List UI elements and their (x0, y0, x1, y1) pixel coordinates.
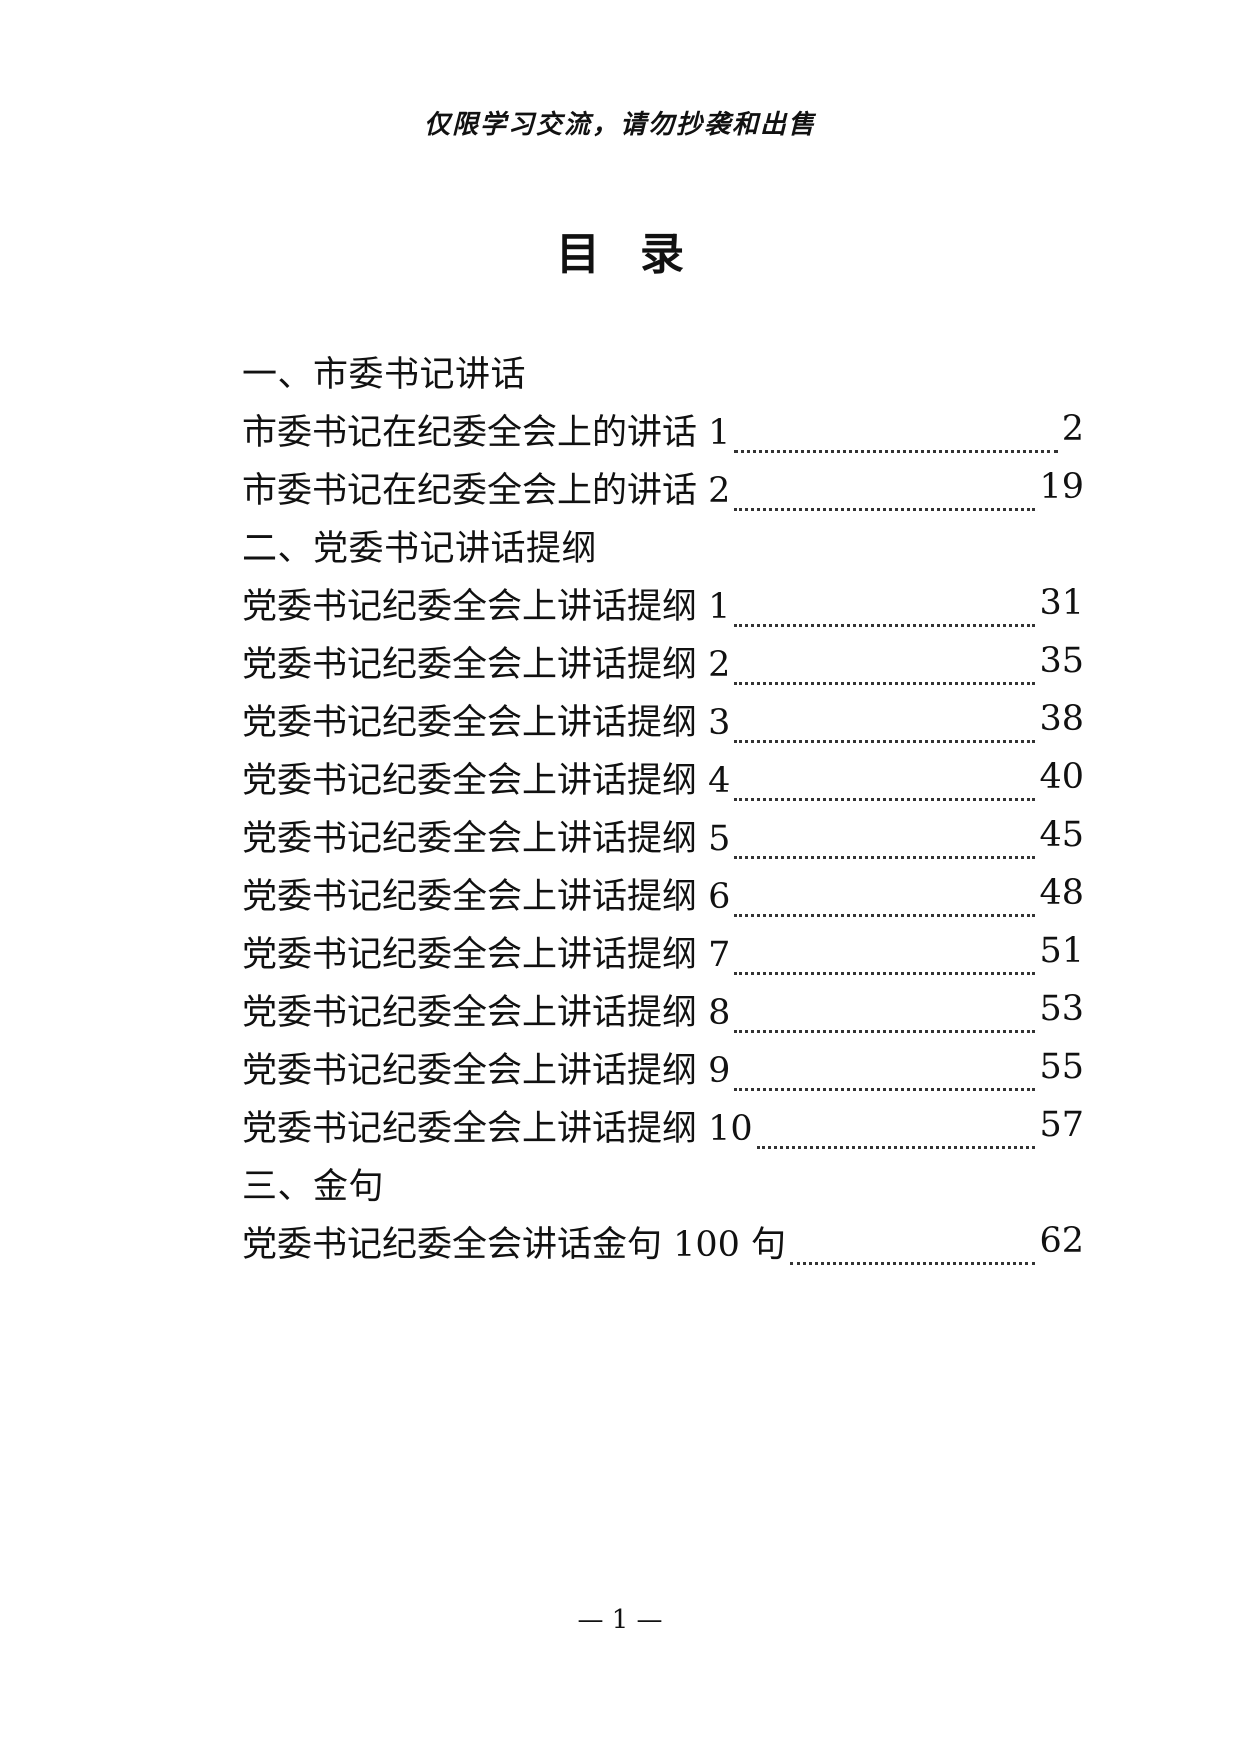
dot-leader (734, 418, 1058, 453)
toc-entry-label: 党委书记纪委全会上讲话提纲 4 (242, 760, 731, 801)
dot-leader (734, 592, 1036, 627)
toc-entry-page: 38 (1039, 699, 1084, 739)
toc-entry-label: 市委书记在纪委全会上的讲话 2 (242, 470, 731, 511)
toc-entry-label: 党委书记纪委全会上讲话提纲 1 (242, 586, 731, 627)
toc-entry-page: 51 (1039, 931, 1084, 971)
toc-entry-page: 55 (1039, 1047, 1084, 1087)
toc-entry[interactable]: 市委书记在纪委全会上的讲话 2 19 (242, 458, 1084, 516)
dot-leader (790, 1230, 1036, 1265)
dot-leader (734, 998, 1036, 1033)
toc-entry-page: 53 (1039, 989, 1084, 1029)
dot-leader (734, 940, 1036, 975)
toc-entry-label: 党委书记纪委全会上讲话提纲 6 (242, 876, 731, 917)
page-number-footer: — 1 — (577, 1605, 663, 1635)
toc-entry[interactable]: 党委书记纪委全会讲话金句 100 句 62 (242, 1212, 1084, 1270)
toc-entry[interactable]: 党委书记纪委全会上讲话提纲 6 48 (242, 864, 1084, 922)
table-of-contents: 一、市委书记讲话 市委书记在纪委全会上的讲话 1 2 市委书记在纪委全会上的讲话… (242, 342, 1084, 1270)
toc-entry[interactable]: 党委书记纪委全会上讲话提纲 5 45 (242, 806, 1084, 864)
toc-section-1: 一、市委书记讲话 (242, 342, 1084, 400)
toc-section-label: 二、党委书记讲话提纲 (242, 528, 598, 569)
toc-section-3: 三、金句 (242, 1154, 1084, 1212)
toc-section-2: 二、党委书记讲话提纲 (242, 516, 1084, 574)
toc-entry-page: 40 (1039, 757, 1084, 797)
toc-entry[interactable]: 党委书记纪委全会上讲话提纲 3 38 (242, 690, 1084, 748)
toc-entry-label: 党委书记纪委全会上讲话提纲 7 (242, 934, 731, 975)
toc-entry[interactable]: 党委书记纪委全会上讲话提纲 7 51 (242, 922, 1084, 980)
toc-section-label: 一、市委书记讲话 (242, 354, 527, 395)
dot-leader (734, 882, 1036, 917)
dot-leader (734, 650, 1036, 685)
toc-entry-page: 35 (1039, 641, 1084, 681)
toc-entry-page: 48 (1039, 873, 1084, 913)
toc-entry-page: 62 (1039, 1221, 1084, 1261)
toc-entry-page: 2 (1061, 409, 1084, 449)
dot-leader (734, 824, 1036, 859)
dot-leader (734, 1056, 1036, 1091)
toc-entry[interactable]: 党委书记纪委全会上讲话提纲 2 35 (242, 632, 1084, 690)
toc-entry[interactable]: 党委书记纪委全会上讲话提纲 9 55 (242, 1038, 1084, 1096)
toc-entry-label: 党委书记纪委全会上讲话提纲 9 (242, 1050, 731, 1091)
toc-entry[interactable]: 党委书记纪委全会上讲话提纲 1 31 (242, 574, 1084, 632)
toc-entry-label: 党委书记纪委全会上讲话提纲 2 (242, 644, 731, 685)
toc-entry[interactable]: 党委书记纪委全会上讲话提纲 4 40 (242, 748, 1084, 806)
toc-entry-page: 57 (1039, 1105, 1084, 1145)
dot-leader (734, 708, 1036, 743)
toc-section-label: 三、金句 (242, 1166, 385, 1207)
toc-entry-label: 党委书记纪委全会上讲话提纲 5 (242, 818, 731, 859)
toc-entry-label: 党委书记纪委全会上讲话提纲 3 (242, 702, 731, 743)
toc-entry-label: 市委书记在纪委全会上的讲话 1 (242, 412, 731, 453)
toc-entry-page: 19 (1039, 467, 1084, 507)
toc-entry[interactable]: 党委书记纪委全会上讲话提纲 8 53 (242, 980, 1084, 1038)
dot-leader (734, 476, 1036, 511)
toc-entry-label: 党委书记纪委全会上讲话提纲 8 (242, 992, 731, 1033)
toc-entry-page: 45 (1039, 815, 1084, 855)
toc-entry[interactable]: 党委书记纪委全会上讲话提纲 10 57 (242, 1096, 1084, 1154)
toc-entry-page: 31 (1039, 583, 1084, 623)
dot-leader (734, 766, 1036, 801)
page-title: 目录 (556, 229, 724, 280)
toc-entry-label: 党委书记纪委全会讲话金句 100 句 (242, 1224, 787, 1265)
dot-leader (756, 1114, 1036, 1149)
toc-entry[interactable]: 市委书记在纪委全会上的讲话 1 2 (242, 400, 1084, 458)
header-note: 仅限学习交流，请勿抄袭和出售 (423, 110, 816, 140)
toc-entry-label: 党委书记纪委全会上讲话提纲 10 (242, 1108, 753, 1149)
